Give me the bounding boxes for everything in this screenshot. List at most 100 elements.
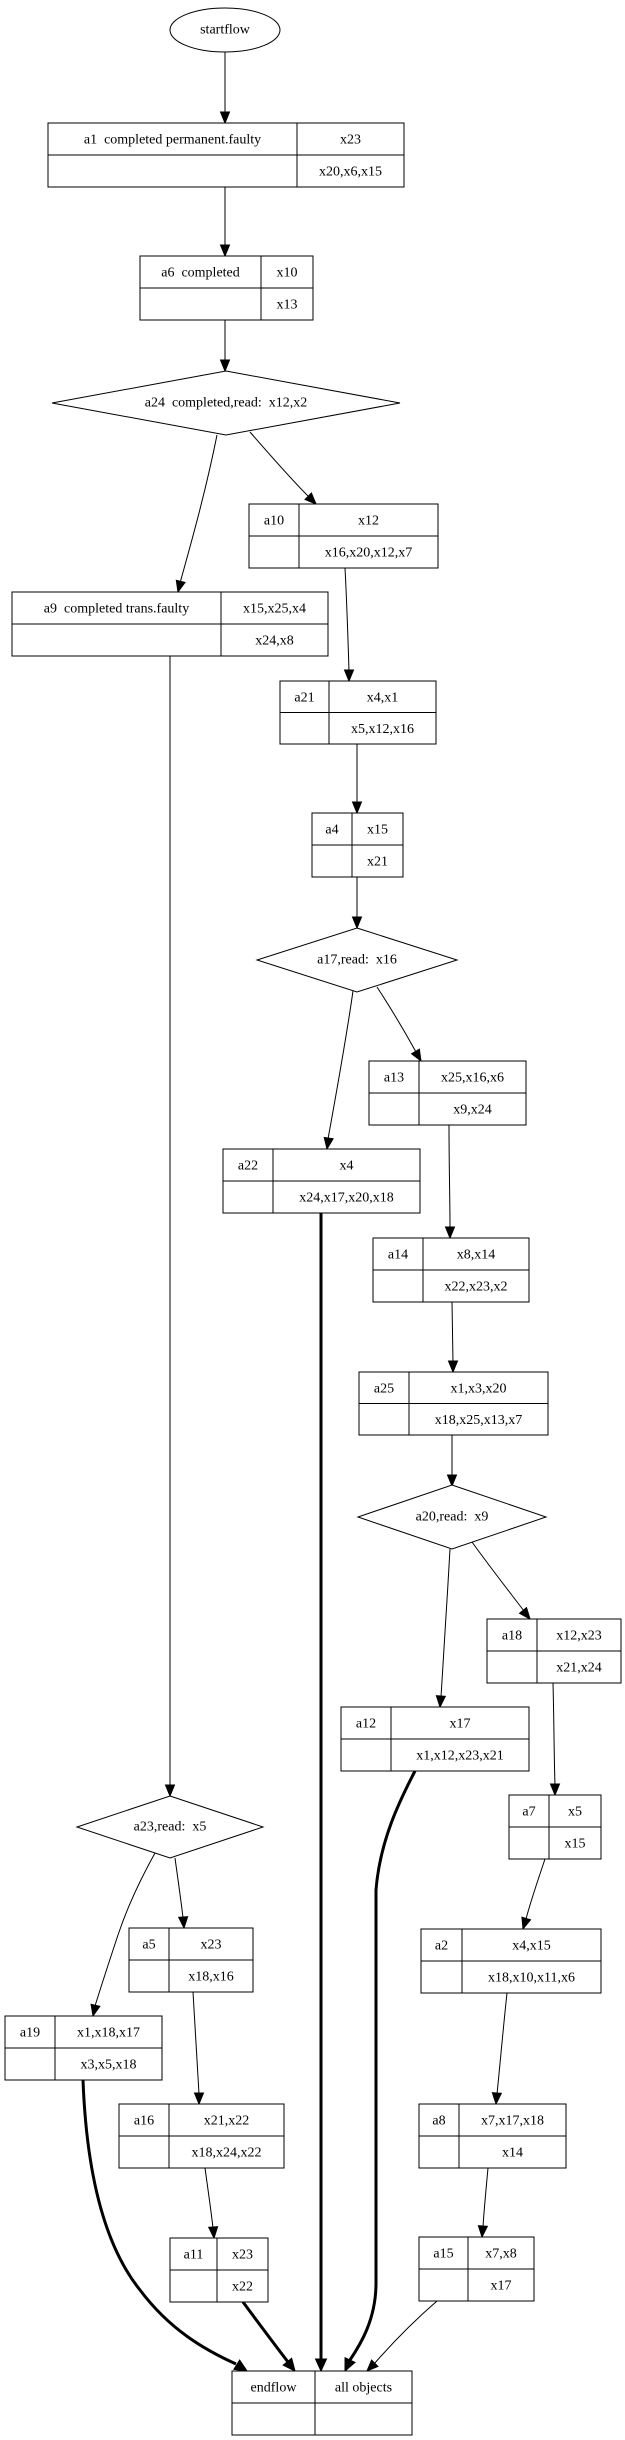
- edge-line: [482, 2167, 489, 2228]
- activity-cell: a7: [522, 1805, 535, 1820]
- activity-cell: a2: [435, 1939, 448, 1954]
- output-vars-cell: x10: [277, 266, 298, 281]
- arrowhead-icon: [164, 1784, 176, 1798]
- edge-line: [174, 1857, 184, 1919]
- node-a20[interactable]: a20,read: x9: [356, 1484, 548, 1550]
- input-vars-cell: x20,x6,x15: [319, 165, 382, 180]
- activity-cell: a10: [264, 514, 284, 529]
- edge-line: [451, 1301, 454, 1363]
- node-label: startflow: [200, 23, 251, 38]
- input-vars-cell: x18,x25,x13,x7: [435, 1413, 523, 1428]
- edge-line: [249, 431, 310, 498]
- node-a11[interactable]: a11 x23 x22: [169, 2237, 269, 2303]
- input-vars-cell: x1,x12,x23,x21: [416, 1749, 504, 1764]
- output-vars-cell: x8,x14: [457, 1248, 496, 1263]
- edge-a8-to-a15: [477, 2167, 489, 2239]
- decision-diamond: [356, 1484, 548, 1550]
- arrowhead-icon: [304, 492, 317, 505]
- output-vars-cell: x23: [232, 2248, 253, 2263]
- output-vars-cell: x4,x15: [512, 1939, 551, 1954]
- output-vars-cell: x4: [340, 1159, 354, 1174]
- node-startflow[interactable]: startflow: [169, 7, 281, 53]
- arrowhead-icon: [219, 244, 231, 258]
- activity-cell: a11: [184, 2248, 204, 2263]
- output-vars-cell: x5: [568, 1805, 582, 1820]
- output-vars-cell: x25,x16,x6: [441, 1071, 504, 1086]
- node-a17[interactable]: a17,read: x16: [255, 927, 459, 993]
- input-vars-cell: x18,x24,x22: [192, 2146, 262, 2161]
- input-vars-cell: x22,x23,x2: [445, 1280, 508, 1295]
- edge-a14-to-a25: [447, 1301, 459, 1374]
- output-vars-cell: x7,x17,x18: [481, 2114, 544, 2129]
- output-vars-cell: x7,x8: [485, 2247, 517, 2262]
- edge-a10-to-a21: [343, 567, 355, 683]
- arrowhead-icon: [518, 1606, 531, 1621]
- node-label: a24 completed,read: x12,x2: [145, 396, 308, 411]
- output-vars-cell: x15: [367, 823, 388, 838]
- input-vars-cell: x18,x16: [188, 1970, 234, 1985]
- edge-line: [471, 1541, 525, 1612]
- node-a24[interactable]: a24 completed,read: x12,x2: [51, 370, 401, 436]
- input-vars-cell: x14: [502, 2146, 523, 2161]
- edge-a20-to-a18: [471, 1541, 531, 1621]
- activity-cell: a6 completed: [161, 266, 240, 281]
- edge-a11-to-endflow: [241, 2301, 296, 2372]
- node-a2[interactable]: a2 x4,x15 x18,x10,x11,x6: [420, 1928, 602, 1994]
- arrowhead-icon: [314, 2358, 328, 2373]
- input-vars-cell: x22: [232, 2280, 253, 2295]
- edge-line: [373, 2300, 438, 2365]
- edge-line: [94, 1852, 156, 2007]
- node-a23[interactable]: a23,read: x5: [75, 1795, 265, 1859]
- arrowhead-icon: [233, 2359, 249, 2372]
- input-vars-cell: x16,x20,x12,x7: [325, 546, 413, 561]
- arrowhead-icon: [219, 111, 231, 125]
- input-vars-cell: x17: [491, 2279, 512, 2294]
- edge-line: [376, 986, 417, 1053]
- arrowhead-icon: [282, 2357, 296, 2372]
- edge-a6-to-a24: [219, 320, 231, 373]
- activity-cell: a22: [238, 1159, 258, 1174]
- arrowhead-icon: [521, 1916, 532, 1931]
- arrowhead-icon: [344, 2357, 356, 2373]
- input-vars-cell: x18,x10,x11,x6: [488, 1971, 575, 1986]
- edge-line: [344, 567, 350, 672]
- output-vars-cell: x17: [450, 1717, 471, 1732]
- edge-line: [241, 2301, 290, 2363]
- arrowhead-icon: [175, 579, 186, 594]
- edge-line: [348, 1770, 417, 2361]
- edge-line: [327, 990, 354, 1140]
- edges-layer: [81, 52, 561, 2373]
- output-vars-cell: x1,x18,x17: [77, 2026, 140, 2041]
- node-a12[interactable]: a12 x17 x1,x12,x23,x21: [340, 1706, 530, 1772]
- input-vars-cell: x24,x8: [255, 634, 294, 649]
- edge-a24-to-a10: [249, 431, 317, 505]
- arrowhead-icon: [207, 2226, 219, 2240]
- arrowhead-icon: [219, 359, 231, 373]
- edge-a23-to-a19: [90, 1852, 156, 2018]
- activity-cell: a12: [356, 1717, 376, 1732]
- activity-cell: a18: [502, 1629, 522, 1644]
- activity-cell: a5: [142, 1938, 155, 1953]
- arrowhead-icon: [444, 1226, 456, 1240]
- edge-a24-to-a9: [175, 434, 218, 594]
- output-vars-cell: x15,x25,x4: [243, 602, 306, 617]
